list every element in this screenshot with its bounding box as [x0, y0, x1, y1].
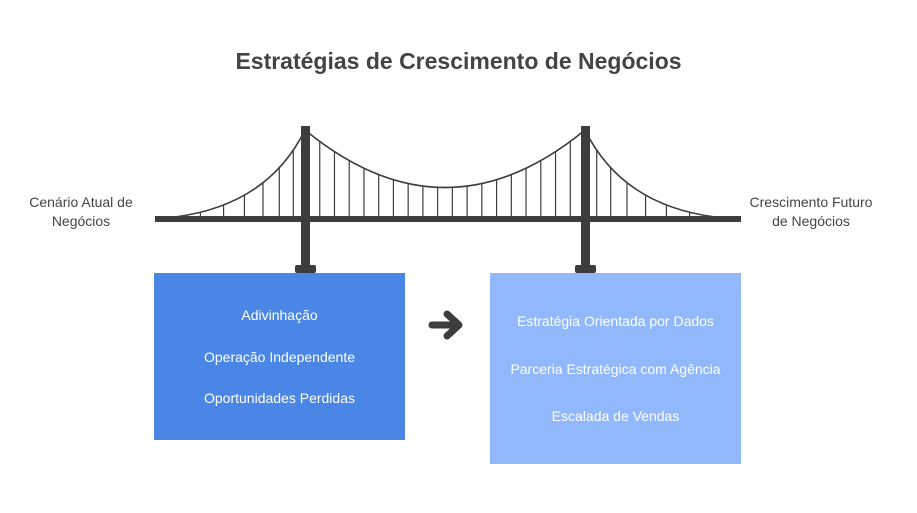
- current-state-label: Cenário Atual de Negócios: [29, 194, 133, 229]
- diagram-title: Estratégias de Crescimento de Negócios: [235, 48, 682, 74]
- arrow-right-icon: [428, 310, 463, 340]
- tower-right-base: [575, 265, 596, 273]
- tower-left: [301, 126, 310, 267]
- main-cable-center: [304, 129, 586, 189]
- current-state-box: Adivinhação Operação Independente Oportu…: [154, 273, 405, 440]
- main-cable-left: [174, 129, 306, 218]
- future-state-item: Escalada de Vendas: [551, 407, 680, 424]
- bridge-deck: [155, 216, 741, 222]
- future-state-label: Crescimento Futuro de Negócios: [749, 194, 873, 229]
- current-state-item: Adivinhação: [241, 307, 318, 324]
- future-state-item: Estratégia Orientada por Dados: [517, 313, 714, 330]
- suspension-bridge-icon: [155, 126, 741, 273]
- main-cable-right: [584, 129, 716, 218]
- future-state-item: Parceria Estratégica com Agência: [510, 360, 721, 377]
- future-state-box: Estratégia Orientada por Dados Parceria …: [490, 273, 741, 464]
- current-state-item: Oportunidades Perdidas: [204, 389, 355, 406]
- tower-left-base: [295, 265, 316, 273]
- tower-right: [581, 126, 590, 267]
- current-state-item: Operação Independente: [203, 348, 355, 365]
